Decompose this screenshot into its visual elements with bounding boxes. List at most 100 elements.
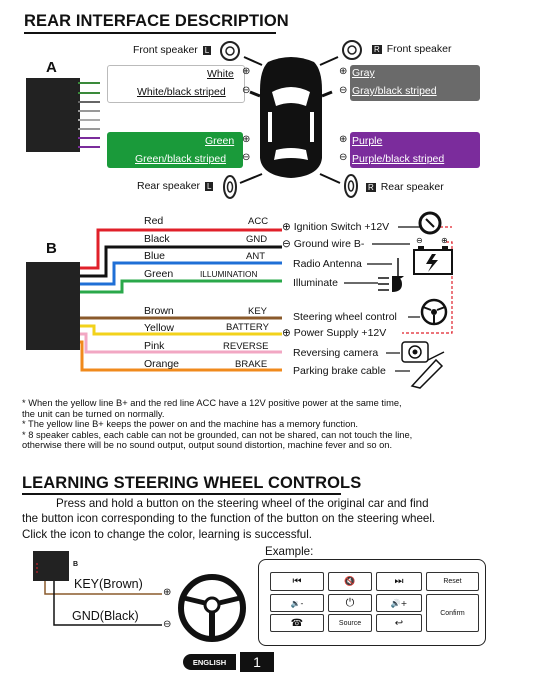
wire-blue [80,261,282,286]
note-line: * 8 speaker cables, each cable can not b… [22,429,413,440]
wire-func-key: KEY [248,306,268,317]
target-power-supply: ⊕ Power Supply +12V [282,327,386,339]
connector-b-label: B [46,240,57,257]
source-button[interactable]: Source [328,614,372,632]
reversing-camera-icon [401,341,429,363]
gray-minus-label: Gray/black striped [352,85,437,97]
key-wire-label: KEY(Brown) [74,577,143,591]
plus-terminal-icon: ⊕ [282,221,291,233]
illuminate-icon [378,276,402,292]
instruction-line-2: the button icon corresponding to the fun… [22,512,436,525]
wire-func-gnd: GND [246,234,268,245]
wire-color-orange: Orange [144,358,180,370]
front-right-speaker-icon [342,40,362,60]
notes: * When the yellow line B+ and the red li… [22,398,412,451]
rear-left-speaker-icon [223,175,237,199]
page-number: 1 [240,652,274,672]
green-plus-label: Green [205,135,235,147]
title-underline [22,493,341,495]
connector-a-pins [78,82,100,148]
confirm-button[interactable]: Confirm [426,594,479,632]
wire-color-pink: Pink [144,340,165,352]
rear-right-speaker-label: R Rear speaker [366,181,444,193]
plus-terminal-icon: ⊕ [242,134,251,145]
hang-up-button[interactable]: ☎ [270,614,324,632]
wire-func-battery: BATTERY [226,322,269,333]
parking-brake-icon [410,351,445,389]
speaker-icons [220,40,362,199]
wire-func-illumination: ILLUMINATION [200,269,258,279]
wire-color-yellow: Yellow [144,322,174,334]
left-badge: L [204,182,214,191]
target-radio-antenna: Radio Antenna [293,258,362,270]
gnd-wire-label: GND(Black) [72,609,139,623]
wire-func-brake: BRAKE [235,359,268,370]
minus-terminal-icon: ⊖ [242,85,251,96]
rear-right-speaker-text: Rear speaker [380,181,444,193]
connector-b-wires [80,211,453,389]
volume-up-button[interactable]: 🔊+ [376,594,422,612]
wire-func-ant: ANT [246,251,265,262]
wire-color-blue: Blue [144,250,166,262]
car-top-view-icon [239,56,341,184]
gray-plus-label: Gray [352,67,375,79]
wire-black [80,245,282,278]
learning-connector-label: B [73,561,79,568]
connector-a-label: A [46,59,57,76]
connector-b-block [26,262,80,350]
reset-button[interactable]: Reset [426,572,479,591]
next-track-button[interactable]: ⏭ [376,572,422,591]
note-line: otherwise there will be no sound output,… [22,440,393,451]
wire-color-green: Green [144,268,174,280]
purple-minus-label: Purple/black striped [352,153,445,165]
white-plus-label: White [207,68,234,80]
volume-down-button[interactable]: 🔉- [270,594,324,612]
front-left-speaker-text: Front speaker [133,44,198,56]
power-button[interactable]: ⏻ [328,594,372,612]
wire-yellow [80,324,282,336]
mute-button[interactable]: 🔇 [328,572,372,591]
wire-red [80,228,282,270]
rear-left-speaker-text: Rear speaker [137,180,201,192]
minus-terminal-icon: ⊖ [242,152,251,163]
instruction-line-3: Click the icon to change the color, lear… [22,528,312,541]
instruction-line-1: Press and hold a button on the steering … [56,497,429,510]
wire-pink [80,332,282,354]
target-ground: ⊖ Ground wire B- [282,238,364,250]
white-speaker-box [107,65,245,103]
battery-plus-sign: ⊕ [441,236,448,245]
section-title-rear-interface: REAR INTERFACE DESCRIPTION [24,12,289,30]
prev-track-button[interactable]: ⏮ [270,572,324,591]
steering-wheel-icon [178,574,246,642]
battery-icon [413,246,453,275]
rear-left-speaker-label: Rear speaker L [137,180,214,192]
target-steering-wheel: Steering wheel control [293,311,397,323]
wire-green [80,279,282,294]
language-badge: ENGLISH [183,654,236,670]
learning-connector-block [33,551,69,581]
wire-color-brown: Brown [144,305,174,317]
minus-terminal-icon: ⊖ [282,238,291,250]
ignition-key-icon [418,211,442,235]
gray-speaker-box [350,65,480,101]
title-underline [24,32,276,34]
front-right-speaker-text: Front speaker [386,43,452,55]
minus-terminal-icon: ⊖ [339,152,348,163]
ignition-text: Ignition Switch +12V [293,221,390,233]
wire-func-reverse: REVERSE [223,341,269,352]
note-line: * The yellow line B+ keeps the power on … [22,419,358,430]
note-line: * When the yellow line B+ and the red li… [22,398,402,408]
power-supply-text: Power Supply +12V [293,327,387,339]
wire-color-red: Red [144,215,164,227]
connector-a-block [26,78,80,152]
steering-learning-panel [258,559,486,646]
answer-call-button[interactable]: ↩ [376,614,422,632]
target-reversing-camera: Reversing camera [293,347,379,359]
front-right-speaker-label: R Front speaker [372,43,451,55]
right-badge: R [372,45,382,54]
right-badge: R [366,183,376,192]
plus-terminal-icon: ⊕ [339,66,348,77]
ground-text: Ground wire B- [293,238,365,250]
wire-color-black: Black [144,233,170,245]
